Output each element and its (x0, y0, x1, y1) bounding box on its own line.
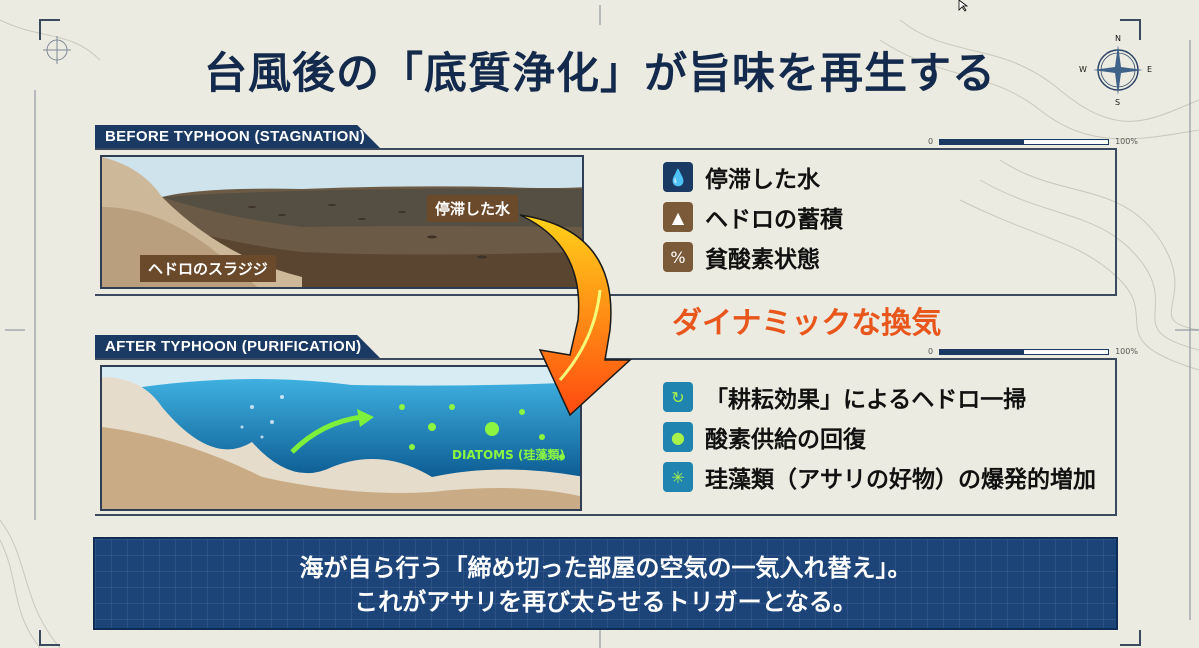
diatom-icon: ✳ (663, 462, 693, 492)
list-item-label: 「耕耘効果」によるヘドロ一掃 (705, 387, 1027, 413)
compass-s: S (1115, 98, 1121, 107)
oxygen-drops-icon: ● (663, 422, 693, 452)
list-item-label: 酸素供給の回復 (705, 427, 866, 453)
mouse-cursor-icon (958, 0, 969, 12)
before-header: BEFORE TYPHOON (STAGNATION) (95, 125, 380, 148)
summary-banner: 海が自ら行う「締め切った部屋の空気の一気入れ替え」。 これがアサリを再び太らせる… (93, 537, 1118, 630)
scale-bar: 0 100% (928, 136, 1138, 148)
sludge-pile-icon: ▲ (663, 202, 693, 232)
banner-line-2: これがアサリを再び太らせるトリガーとなる。 (354, 588, 857, 616)
before-list: 💧 停滞した水 ▲ ヘドロの蓄積 % 貧酸素状態 (663, 160, 843, 274)
compass-w: W (1079, 65, 1087, 74)
before-scene-illustration: 停滞した水 ヘドロのスラジジ (100, 155, 584, 289)
dynamic-ventilation-label: ダイナミックな換気 (672, 306, 942, 341)
compass-n: N (1115, 34, 1121, 43)
compass-e: E (1147, 65, 1153, 74)
diatoms-label: DIATOMS (珪藻類) (452, 448, 565, 462)
list-item: ↻ 「耕耘効果」によるヘドロ一掃 (663, 380, 1096, 414)
scale-start: 0 (928, 137, 934, 146)
list-item: ✳ 珪藻類（アサリの好物）の爆発的増加 (663, 460, 1096, 494)
scale-bar-fill (939, 139, 1110, 145)
list-item: ● 酸素供給の回復 (663, 420, 1096, 454)
scale-end: 100% (1115, 347, 1138, 356)
after-panel-frame (95, 358, 1117, 516)
list-item: ▲ ヘドロの蓄積 (663, 200, 843, 234)
banner-line-1: 海が自ら行う「締め切った部屋の空気の一気入れ替え」。 (299, 554, 912, 582)
after-header: AFTER TYPHOON (PURIFICATION) (95, 335, 380, 358)
list-item-label: ヘドロの蓄積 (705, 207, 843, 233)
list-item-label: 停滞した水 (705, 167, 820, 193)
scale-bar: 0 100% (928, 346, 1138, 358)
page-title: 台風後の「底質浄化」が旨味を再生する (204, 49, 996, 99)
after-scene-illustration: DIATOMS (珪藻類) (100, 365, 582, 511)
list-item-label: 貧酸素状態 (705, 247, 820, 273)
small-compass-icon (43, 36, 71, 64)
sludge-label: ヘドロのスラジジ (140, 255, 276, 282)
ventilation-curved-arrow (519, 214, 632, 417)
percent-icon: % (663, 242, 693, 272)
after-list: ↻ 「耕耘効果」によるヘドロ一掃 ● 酸素供給の回復 ✳ 珪藻類（アサリの好物）の爆発… (663, 380, 1096, 494)
list-item: 💧 停滞した水 (663, 160, 843, 194)
cycle-arrow-icon: ↻ (663, 382, 693, 412)
scale-bar-fill (939, 349, 1110, 355)
water-drop-icon: 💧 (663, 162, 693, 192)
scale-start: 0 (928, 347, 934, 356)
compass-rose-icon: N E S W (1079, 30, 1153, 110)
list-item-label: 珪藻類（アサリの好物）の爆発的増加 (705, 467, 1096, 493)
scale-end: 100% (1115, 137, 1138, 146)
list-item: % 貧酸素状態 (663, 240, 843, 274)
stagnant-water-label: 停滞した水 (427, 195, 519, 222)
